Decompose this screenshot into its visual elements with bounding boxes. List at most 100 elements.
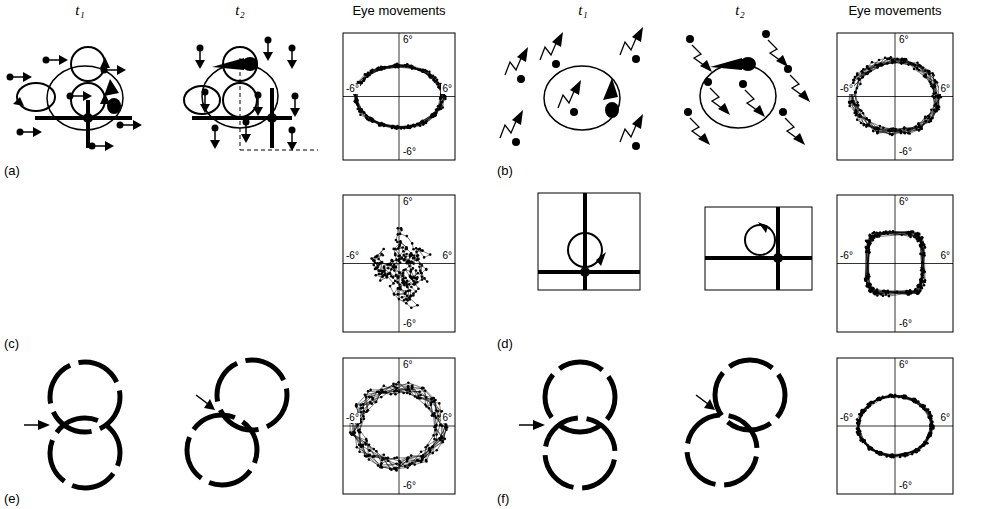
fixation-dot — [412, 292, 415, 295]
fixation-dot — [376, 266, 379, 269]
fixation-dot — [439, 97, 442, 100]
fixation-dot — [925, 116, 928, 119]
fixation-dot — [422, 121, 425, 124]
fixation-dot — [932, 74, 935, 77]
fixation-dot — [390, 259, 393, 262]
fixation-dot — [390, 393, 393, 396]
fixation-dot — [869, 289, 872, 292]
axis-label: -6° — [898, 481, 913, 491]
scanpath — [372, 228, 431, 308]
fixation-dot — [412, 124, 415, 127]
fixation-dot — [400, 257, 403, 260]
fixation-dot — [868, 123, 871, 126]
figure-shape — [700, 64, 776, 128]
figure-shape — [204, 399, 215, 410]
figure-shape — [558, 80, 581, 116]
scanpath — [865, 231, 925, 296]
fixation-dot — [412, 283, 415, 286]
figure-shape — [779, 108, 805, 145]
fixation-dot — [905, 452, 908, 455]
fixation-dot — [923, 271, 926, 274]
fixation-dot — [894, 128, 897, 131]
fixation-dot — [360, 404, 363, 407]
fixation-dot — [395, 274, 398, 277]
fixation-dot — [885, 231, 888, 234]
fixation-dot — [928, 412, 931, 415]
fixation-dot — [927, 115, 930, 118]
axis-label: 6° — [898, 360, 910, 370]
fixation-dot — [376, 262, 379, 265]
figure-shape — [43, 55, 69, 65]
fixation-dot — [923, 252, 926, 255]
fixation-dot — [415, 247, 418, 250]
fixation-dot — [362, 111, 365, 114]
fixation-dot — [440, 96, 443, 99]
fixation-dot — [432, 445, 435, 448]
fixation-dot — [861, 76, 864, 79]
fixation-dot — [391, 259, 394, 262]
fixation-dot — [924, 246, 927, 249]
fixation-dot — [425, 396, 428, 399]
fixation-dot — [417, 258, 420, 261]
fixation-dot — [856, 101, 859, 104]
fixation-dot — [925, 408, 928, 411]
fixation-dot — [888, 394, 891, 397]
figure-shape — [710, 58, 742, 70]
fixation-dot — [924, 75, 927, 78]
fixation-dot — [921, 287, 924, 290]
fixation-dot — [400, 229, 403, 232]
figure-shape — [620, 27, 643, 63]
figure-shape — [773, 253, 783, 263]
axis-label: -6° — [839, 251, 854, 261]
fixation-dot — [886, 58, 889, 61]
fixation-dot — [917, 122, 920, 125]
fixation-dot — [892, 456, 895, 459]
fixation-dot — [921, 261, 924, 264]
fixation-dot — [866, 240, 869, 243]
fixation-dot — [914, 64, 917, 67]
fixation-dot — [419, 394, 422, 397]
fixation-dot — [405, 298, 408, 301]
scanpath — [849, 57, 941, 135]
fixation-dot — [877, 292, 880, 295]
fixation-dot — [865, 117, 868, 120]
fixation-dot — [882, 127, 885, 130]
fixation-dot — [856, 118, 859, 121]
fixation-dot — [378, 391, 381, 394]
fixation-dot — [919, 278, 922, 281]
fixation-dot — [365, 116, 368, 119]
fixation-dot — [383, 267, 386, 270]
fixation-dot — [865, 125, 868, 128]
fixation-dot — [923, 270, 926, 273]
fixation-dot — [363, 417, 366, 420]
fixation-dot — [411, 384, 414, 387]
fixation-dot — [864, 442, 867, 445]
fixation-dot — [419, 248, 422, 251]
fixation-dot — [929, 81, 932, 84]
fixation-dot — [403, 127, 406, 130]
axis-label: 6° — [402, 360, 414, 370]
fixation-dot — [907, 132, 910, 135]
fixation-dot — [417, 288, 420, 291]
fixation-dot — [403, 282, 406, 285]
figure-shape — [776, 207, 780, 290]
fixation-dot — [876, 294, 879, 297]
fixation-dot — [916, 62, 919, 65]
figure-shape — [217, 360, 287, 430]
fixation-dot — [912, 398, 915, 401]
eye-movement-plot — [837, 195, 953, 332]
fixation-dot — [891, 134, 894, 137]
fixation-dot — [394, 254, 397, 257]
fixation-dot — [413, 124, 416, 127]
fixation-dot — [868, 448, 871, 451]
fixation-dot — [877, 64, 880, 67]
fixation-dot — [368, 443, 371, 446]
fixation-dot — [913, 235, 916, 238]
fixation-dot — [377, 258, 380, 261]
figure-shape — [253, 92, 263, 117]
figure-shape — [195, 45, 205, 70]
fixation-dot — [435, 409, 438, 412]
fixation-dot — [869, 290, 872, 293]
fixation-dot — [376, 69, 379, 72]
